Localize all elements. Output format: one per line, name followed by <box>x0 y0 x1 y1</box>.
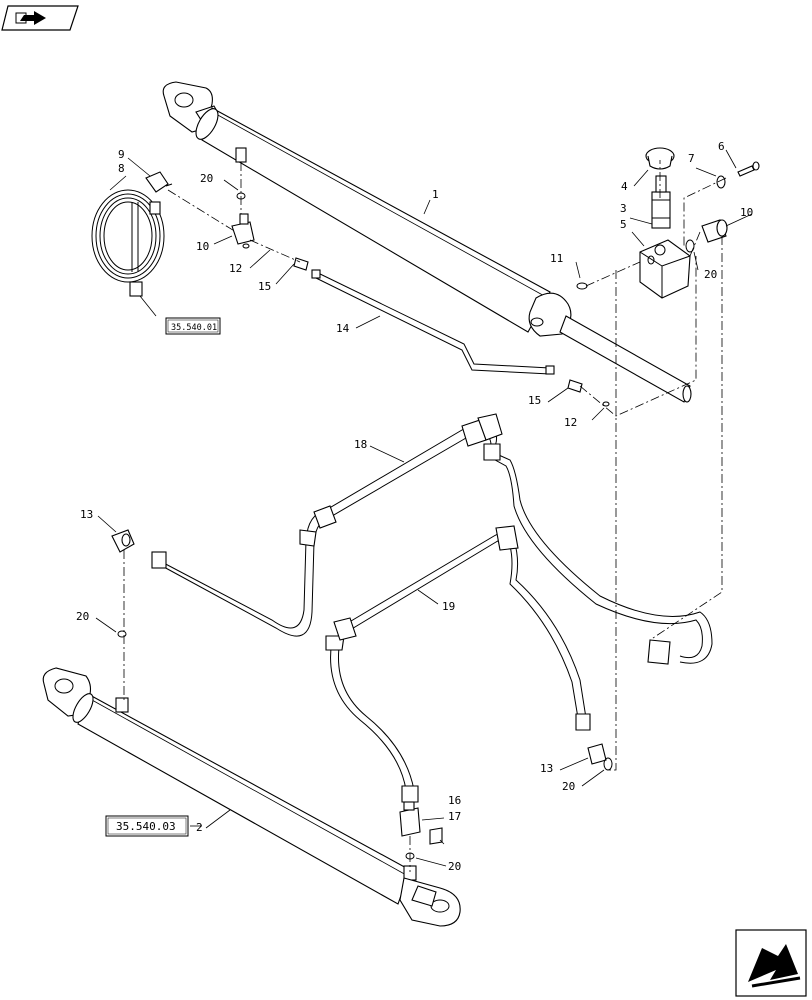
callout: 6 <box>718 140 725 153</box>
return-arrow-icon[interactable] <box>735 929 807 997</box>
valve-cap <box>645 147 675 170</box>
elbow-fitting <box>111 529 135 553</box>
callout: 20 <box>704 268 717 281</box>
tee-fitting <box>701 219 728 243</box>
leader-lines <box>95 149 753 867</box>
cap-fitting <box>429 827 443 845</box>
o-ring <box>576 282 588 290</box>
callout: 3 <box>620 202 627 215</box>
adapter-fitting <box>567 379 583 393</box>
o-ring <box>603 757 613 771</box>
callout: 18 <box>354 438 367 451</box>
callouts: 1 2 3 4 5 6 7 8 9 10 10 11 12 12 13 13 1… <box>76 140 753 873</box>
callout: 2 <box>196 821 203 834</box>
hose-assembly-long <box>151 413 713 665</box>
valve-bolt <box>737 161 760 177</box>
hose-assembly-short <box>325 525 591 803</box>
assembly-centerlines <box>123 160 727 872</box>
callout: 13 <box>80 508 93 521</box>
rigid-tube <box>311 269 555 375</box>
callout: 13 <box>540 762 553 775</box>
callout: 15 <box>528 394 541 407</box>
callout: 9 <box>118 148 125 161</box>
adapter-fitting <box>293 257 309 271</box>
valve-cartridge <box>651 175 671 229</box>
callout: 1 <box>432 188 439 201</box>
callout: 7 <box>688 152 695 165</box>
callout: 20 <box>562 780 575 793</box>
callout: 20 <box>448 860 461 873</box>
elbow-fitting <box>145 171 173 215</box>
seal-ring <box>602 401 610 407</box>
callout: 19 <box>442 600 455 613</box>
callout: 4 <box>621 180 628 193</box>
hydraulic-cylinder-2 <box>42 667 461 927</box>
callout: 5 <box>620 218 627 231</box>
o-ring <box>685 239 695 253</box>
reference-box-top[interactable]: 35.540.01 <box>165 317 221 335</box>
callout: 20 <box>76 610 89 623</box>
callout: 16 <box>448 794 461 807</box>
elbow-fitting <box>587 743 607 765</box>
reference-label: 35.540.03 <box>116 820 176 833</box>
callout: 17 <box>448 810 461 823</box>
tee-fitting <box>399 801 421 837</box>
valve-block <box>639 239 691 299</box>
tee-fitting <box>231 213 255 245</box>
callout: 12 <box>229 262 242 275</box>
callout: 15 <box>258 280 271 293</box>
coiled-hose <box>91 189 165 297</box>
seal-ring <box>242 243 250 249</box>
reference-box-bottom[interactable]: 35.540.03 <box>105 815 189 837</box>
callout: 10 <box>196 240 209 253</box>
o-ring <box>117 630 127 638</box>
reference-label: 35.540.01 <box>171 323 217 333</box>
callout: 12 <box>564 416 577 429</box>
callout: 14 <box>336 322 350 335</box>
callout: 8 <box>118 162 125 175</box>
arrow-icon[interactable] <box>1 5 79 31</box>
callout: 11 <box>550 252 563 265</box>
callout: 20 <box>200 172 213 185</box>
hydraulic-cylinder-1 <box>162 81 692 403</box>
callout: 10 <box>740 206 753 219</box>
